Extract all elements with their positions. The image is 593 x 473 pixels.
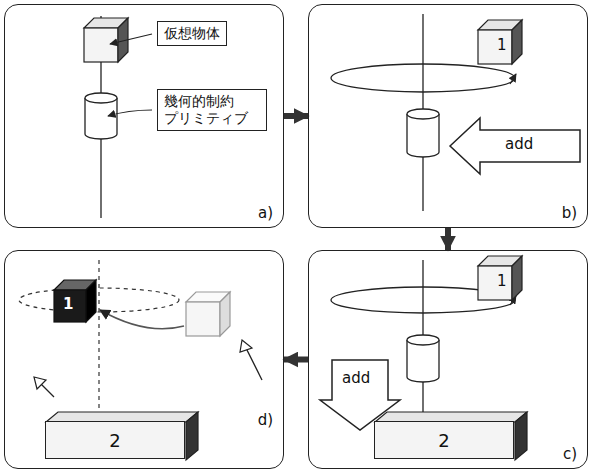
node-text: 幾何的制約 プリミティブ [164, 93, 248, 126]
callout-box: 幾何的制約 プリミティブ [157, 89, 267, 131]
panel-tag: a) [258, 206, 273, 221]
arrow-label: add [505, 137, 533, 152]
flow-arrow [284, 357, 308, 363]
callout-number: 1 [497, 38, 507, 53]
step-panel: a) 仮想物体幾何的制約 プリミティブ [4, 4, 284, 228]
callout-number: 1 [63, 297, 73, 312]
panel-tag: b) [562, 206, 577, 221]
step-panel: c) 2 1 add [308, 250, 588, 469]
panel-tag: d) [258, 413, 273, 428]
block-object: 2 [374, 421, 514, 459]
callout-box: 仮想物体 [157, 21, 227, 46]
arrow-label: add [342, 371, 370, 386]
node-text: 仮想物体 [164, 25, 220, 41]
block-object: 2 [45, 421, 185, 459]
step-panel: d) 2 1 [4, 250, 284, 469]
callout-number: 1 [497, 274, 507, 289]
flow-arrow [284, 113, 308, 119]
panel-tag: c) [563, 447, 577, 462]
node-text: 2 [109, 430, 120, 451]
step-panel: b) 1 add [308, 4, 588, 228]
flow-arrow [445, 228, 451, 250]
node-text: 2 [438, 430, 449, 451]
